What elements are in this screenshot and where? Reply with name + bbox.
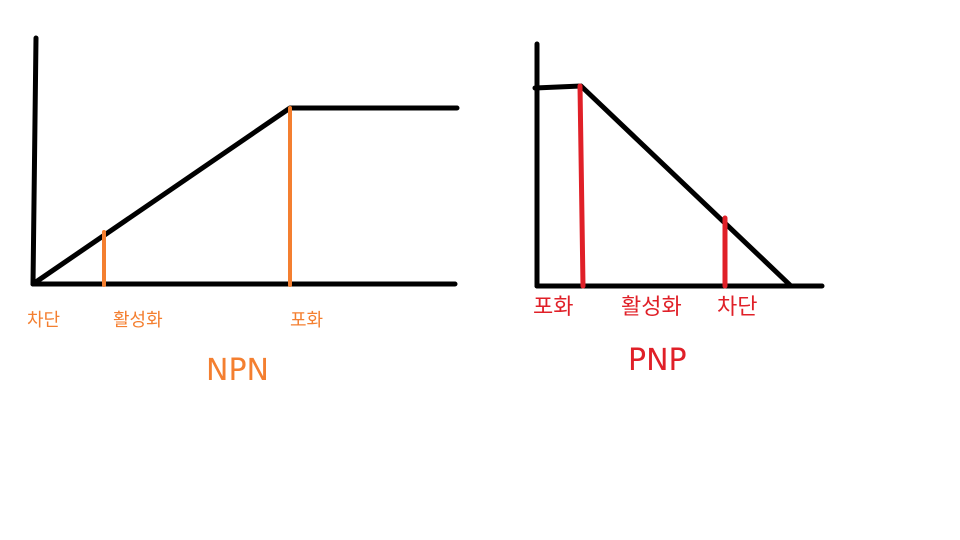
pnp-saturation-marker: [577, 83, 586, 289]
pnp-cutoff-label: 차단: [717, 295, 757, 320]
npn-y-axis: [30, 35, 39, 287]
pnp-saturation-label: 포화: [533, 295, 573, 320]
pnp-active-label: 활성화: [621, 295, 682, 320]
pnp-curve: [532, 83, 794, 289]
pnp-diagram: 포화 활성화 차단 PNP: [532, 41, 825, 378]
npn-diagram: 차단 활성화 포화 NPN: [27, 35, 460, 388]
npn-saturation-label: 포화: [290, 310, 323, 331]
npn-active-label: 활성화: [113, 310, 163, 331]
npn-curve: [30, 105, 460, 287]
npn-cutoff-label: 차단: [27, 310, 60, 331]
pnp-title: PNP: [628, 343, 687, 378]
npn-title: NPN: [206, 353, 269, 388]
